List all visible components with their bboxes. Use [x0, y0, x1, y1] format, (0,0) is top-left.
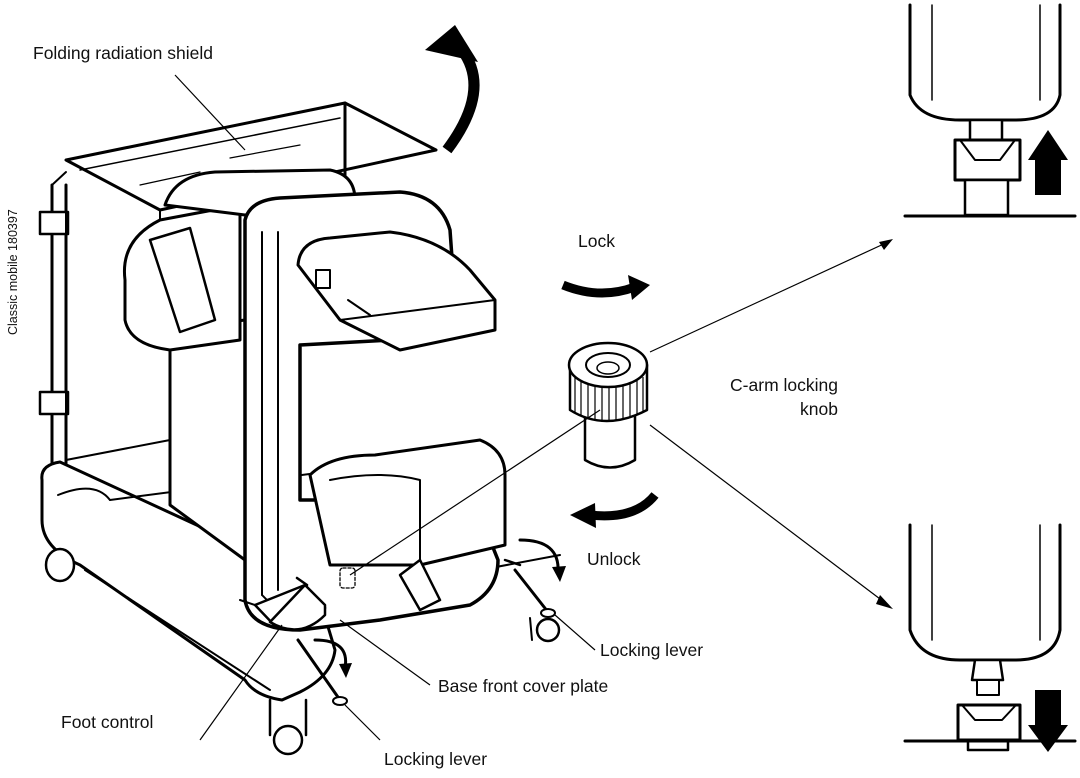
label-foot-control: Foot control	[61, 712, 153, 732]
hinge-lower	[38, 390, 70, 416]
knob-detail-unlocked	[903, 523, 1077, 752]
wheel-front-left	[272, 724, 304, 756]
leader-lever-right	[554, 614, 596, 651]
label-model-id: Classic mobile 180397	[6, 209, 20, 335]
leader-knob	[349, 409, 601, 576]
leader-lever-bottom	[344, 704, 381, 741]
leader-detail-bottom	[649, 424, 889, 606]
label-c-arm-locking-knob-line2: knob	[800, 399, 838, 419]
label-base-front-cover-plate: Base front cover plate	[438, 676, 608, 696]
locking-lever-bottom-part	[296, 638, 348, 706]
xray-tube-housing	[308, 438, 507, 567]
arrow-down	[1028, 690, 1068, 752]
c-arm	[243, 190, 507, 632]
leader-foot-control	[199, 624, 283, 741]
label-locking-lever-right: Locking lever	[600, 640, 703, 660]
foot-control-part	[239, 576, 327, 631]
shield-frame	[38, 171, 171, 472]
leader-base-plate	[339, 619, 431, 686]
leader-shield	[174, 74, 246, 151]
knob-detail-locked	[903, 3, 1077, 218]
label-lock: Lock	[578, 231, 615, 251]
locking-lever-right-part	[503, 558, 561, 643]
shield-fold-arrow	[425, 25, 480, 154]
leader-detail-top	[649, 241, 889, 353]
label-c-arm-locking-knob-line1: C-arm locking	[730, 375, 838, 395]
unlock-arrow	[570, 492, 659, 528]
lever-rotation-arrows	[313, 538, 566, 678]
knob-hidden-position	[339, 567, 356, 589]
wheel-rear	[44, 547, 76, 583]
leader-arrowheads	[876, 239, 893, 609]
leader-lines	[174, 74, 889, 741]
c-arm-unit	[38, 101, 561, 756]
display-screen	[148, 226, 217, 334]
label-unlock: Unlock	[587, 549, 641, 569]
label-folding-radiation-shield: Folding radiation shield	[33, 43, 213, 63]
image-intensifier	[296, 230, 497, 352]
lock-arrow	[561, 275, 650, 300]
wheel-front-right	[535, 617, 561, 643]
c-arm-locking-knob-illustration	[567, 341, 649, 469]
arrow-up	[1028, 130, 1068, 195]
label-locking-lever-bottom: Locking lever	[384, 749, 487, 769]
base	[40, 460, 561, 756]
hinge-upper	[38, 210, 70, 236]
